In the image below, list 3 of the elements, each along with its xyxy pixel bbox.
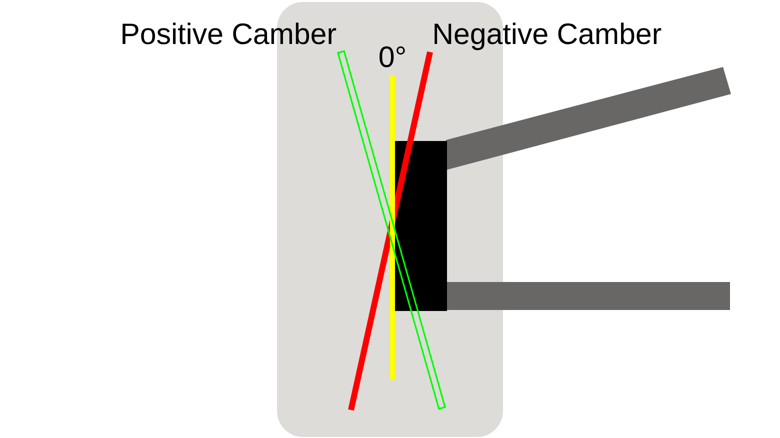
camber-label: Positive Camber [122, 22, 336, 44]
camber-label: 0° [380, 46, 405, 68]
camber-label: Negative Camber [434, 22, 662, 50]
